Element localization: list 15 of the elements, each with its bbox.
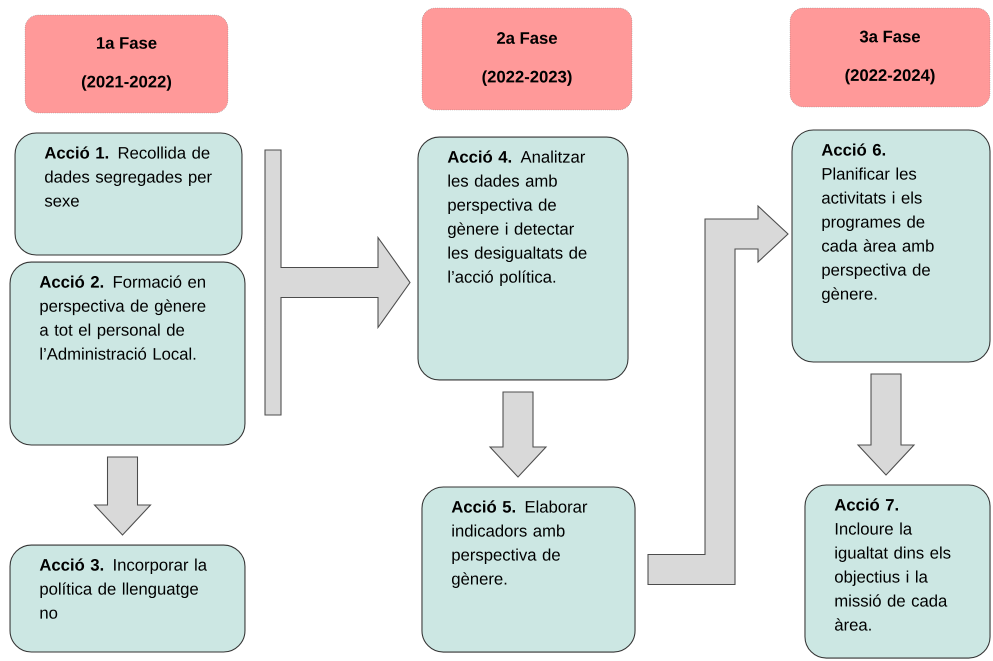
action-box: Acció 1. Recollida de dades segregades per sexe [14,132,242,256]
block-arrow [93,456,152,536]
action-box: Acció 6. Planificar les activitats i els programes de cada àrea amb perspectiva de gènere. [791,129,991,363]
action-box: Acció 2. Formació en perspectiva de gènere a tot el personal de l’Administració Local. [10,262,246,446]
phase-box: 2a Fase (2022-2023) [422,8,632,110]
action-box: Acció 4. Analitzar les dades amb perspectiva de gènere i detectar les desigualtats de l’acció política. [417,136,629,380]
block-arrow [856,373,916,476]
block-arrow [488,391,548,478]
action-box: Acció 3. Incorporar la política de llenguatge no [10,544,246,652]
t-shaped-arrow [264,149,411,416]
action-box: Acció 7. Incloure la igualtat dins els objectius i la missió de cada àrea. [804,484,991,659]
phase-box: 3a Fase (2022-2024) [790,8,990,108]
action-box: Acció 5. Elaborar indicadors amb perspectiva de gènere. [421,486,636,653]
block-arrow [647,204,789,586]
phase-box: 1a Fase (2021-2022) [24,14,228,114]
